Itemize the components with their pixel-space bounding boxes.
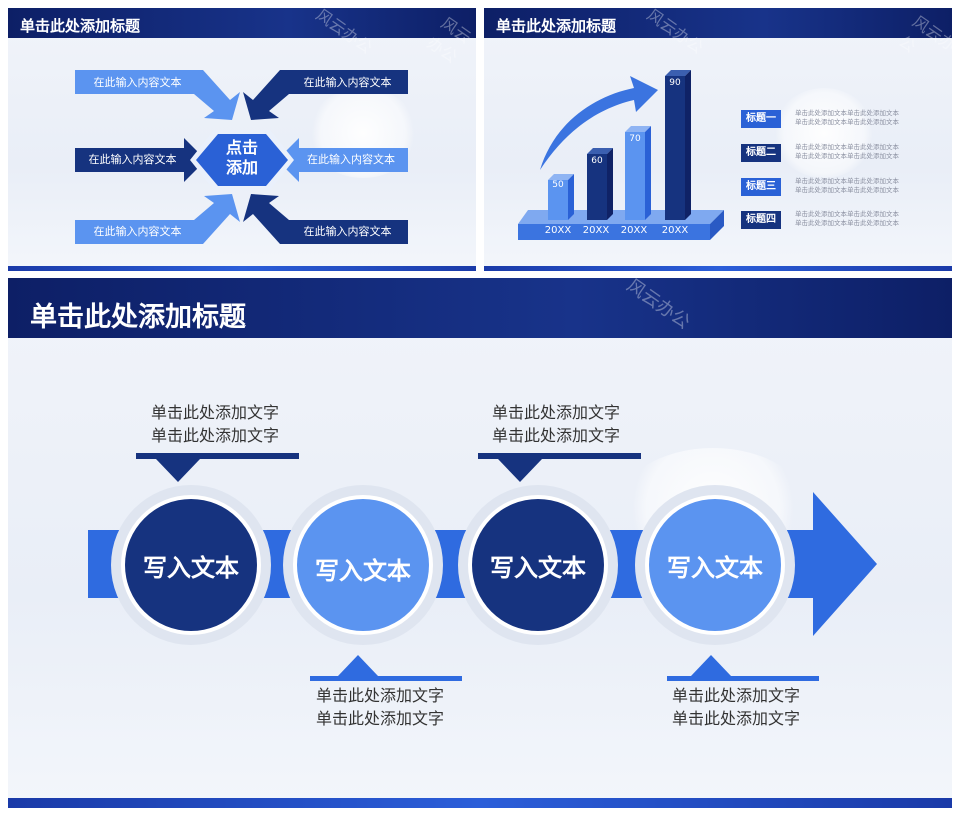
legend-line: 单击此处添加文本单击此处添加文本 (795, 219, 899, 227)
bar-value: 50 (552, 180, 564, 190)
slide-process-timeline: 单击此处添加标题 风云办公 风云办公 风云办公 写入文本 写入文本 写入文本 写… (8, 278, 952, 808)
legend-text[interactable]: 单击此处添加文本单击此处添加文本单击此处添加文本单击此处添加文本 (795, 177, 911, 195)
footer-bar (8, 266, 476, 271)
slide-header: 单击此处添加标题 (8, 278, 952, 338)
slide-title[interactable]: 单击此处添加标题 (30, 302, 246, 333)
legend-text[interactable]: 单击此处添加文本单击此处添加文本单击此处添加文本单击此处添加文本 (795, 109, 911, 127)
slide-title[interactable]: 单击此处添加标题 (496, 17, 617, 35)
bar-value: 60 (591, 156, 603, 166)
legend-text[interactable]: 单击此处添加文本单击此处添加文本单击此处添加文本单击此处添加文本 (795, 143, 911, 161)
legend-line: 单击此处添加文本单击此处添加文本 (795, 177, 899, 185)
slide-header: 单击此处添加标题 (484, 8, 952, 38)
bar-value: 90 (669, 78, 681, 88)
step-description[interactable]: 单击此处添加文字单击此处添加文字 (476, 401, 636, 447)
bar-value: 70 (629, 134, 641, 144)
hexagon-line: 添加 (225, 158, 258, 177)
legend-tag[interactable]: 标题二 (741, 144, 781, 162)
arrow-label[interactable]: 在此输入内容文本 (88, 153, 177, 166)
description-line: 单击此处添加文字 (315, 686, 444, 705)
step-description[interactable]: 单击此处添加文字单击此处添加文字 (135, 401, 295, 447)
description-line: 单击此处添加文字 (671, 709, 800, 728)
bar-label: 20XX (582, 225, 610, 236)
bar-graphic (518, 70, 724, 240)
legend-line: 单击此处添加文本单击此处添加文本 (795, 109, 899, 117)
legend-line: 单击此处添加文本单击此处添加文本 (795, 210, 899, 218)
slide-header: 单击此处添加标题 (8, 8, 476, 38)
legend-line: 单击此处添加文本单击此处添加文本 (795, 186, 899, 194)
description-line: 单击此处添加文字 (491, 426, 620, 445)
process-graphic (88, 453, 877, 681)
arrow-label[interactable]: 在此输入内容文本 (307, 153, 395, 166)
circle-label[interactable]: 写入文本 (667, 554, 763, 582)
hexagon-line: 点击 (225, 138, 258, 157)
radial-arrows-graphic (75, 70, 408, 244)
step-description[interactable]: 单击此处添加文字单击此处添加文字 (656, 684, 816, 730)
footer-bar (484, 266, 952, 271)
arrow-label[interactable]: 在此输入内容文本 (93, 76, 182, 89)
bar-label: 20XX (620, 225, 648, 236)
circle-label[interactable]: 写入文本 (143, 554, 239, 582)
bar-label: 20XX (661, 225, 689, 236)
arrow-label[interactable]: 在此输入内容文本 (303, 225, 392, 238)
slide-radial-arrows: 单击此处添加标题 风云办公 风云办公 在此输入内容文本 在此输入内容文本 在此输… (8, 8, 476, 271)
legend-line: 单击此处添加文本单击此处添加文本 (795, 152, 899, 160)
arrow-label[interactable]: 在此输入内容文本 (93, 225, 182, 238)
legend-text[interactable]: 单击此处添加文本单击此处添加文本单击此处添加文本单击此处添加文本 (795, 210, 911, 228)
flower-decoration (774, 88, 874, 178)
legend-tag[interactable]: 标题四 (741, 211, 781, 229)
step-description[interactable]: 单击此处添加文字单击此处添加文字 (300, 684, 460, 730)
legend-line: 单击此处添加文本单击此处添加文本 (795, 118, 899, 126)
footer-bar (8, 798, 952, 808)
description-line: 单击此处添加文字 (315, 709, 444, 728)
legend-line: 单击此处添加文本单击此处添加文本 (795, 143, 899, 151)
hexagon-label[interactable]: 点击 添加 (212, 138, 272, 178)
description-line: 单击此处添加文字 (150, 403, 279, 422)
description-line: 单击此处添加文字 (150, 426, 279, 445)
circle-label[interactable]: 写入文本 (490, 554, 586, 582)
slide-title[interactable]: 单击此处添加标题 (20, 17, 141, 35)
description-line: 单击此处添加文字 (671, 686, 800, 705)
description-line: 单击此处添加文字 (491, 403, 620, 422)
slide-growth-bars: 单击此处添加标题 风云办公 风云办公 50 60 70 90 20XX 20XX… (484, 8, 952, 271)
bar-label: 20XX (544, 225, 572, 236)
circle-label[interactable]: 写入文本 (315, 557, 411, 585)
arrow-label[interactable]: 在此输入内容文本 (303, 76, 392, 89)
legend-tag[interactable]: 标题一 (741, 110, 781, 128)
legend-tag[interactable]: 标题三 (741, 178, 781, 196)
